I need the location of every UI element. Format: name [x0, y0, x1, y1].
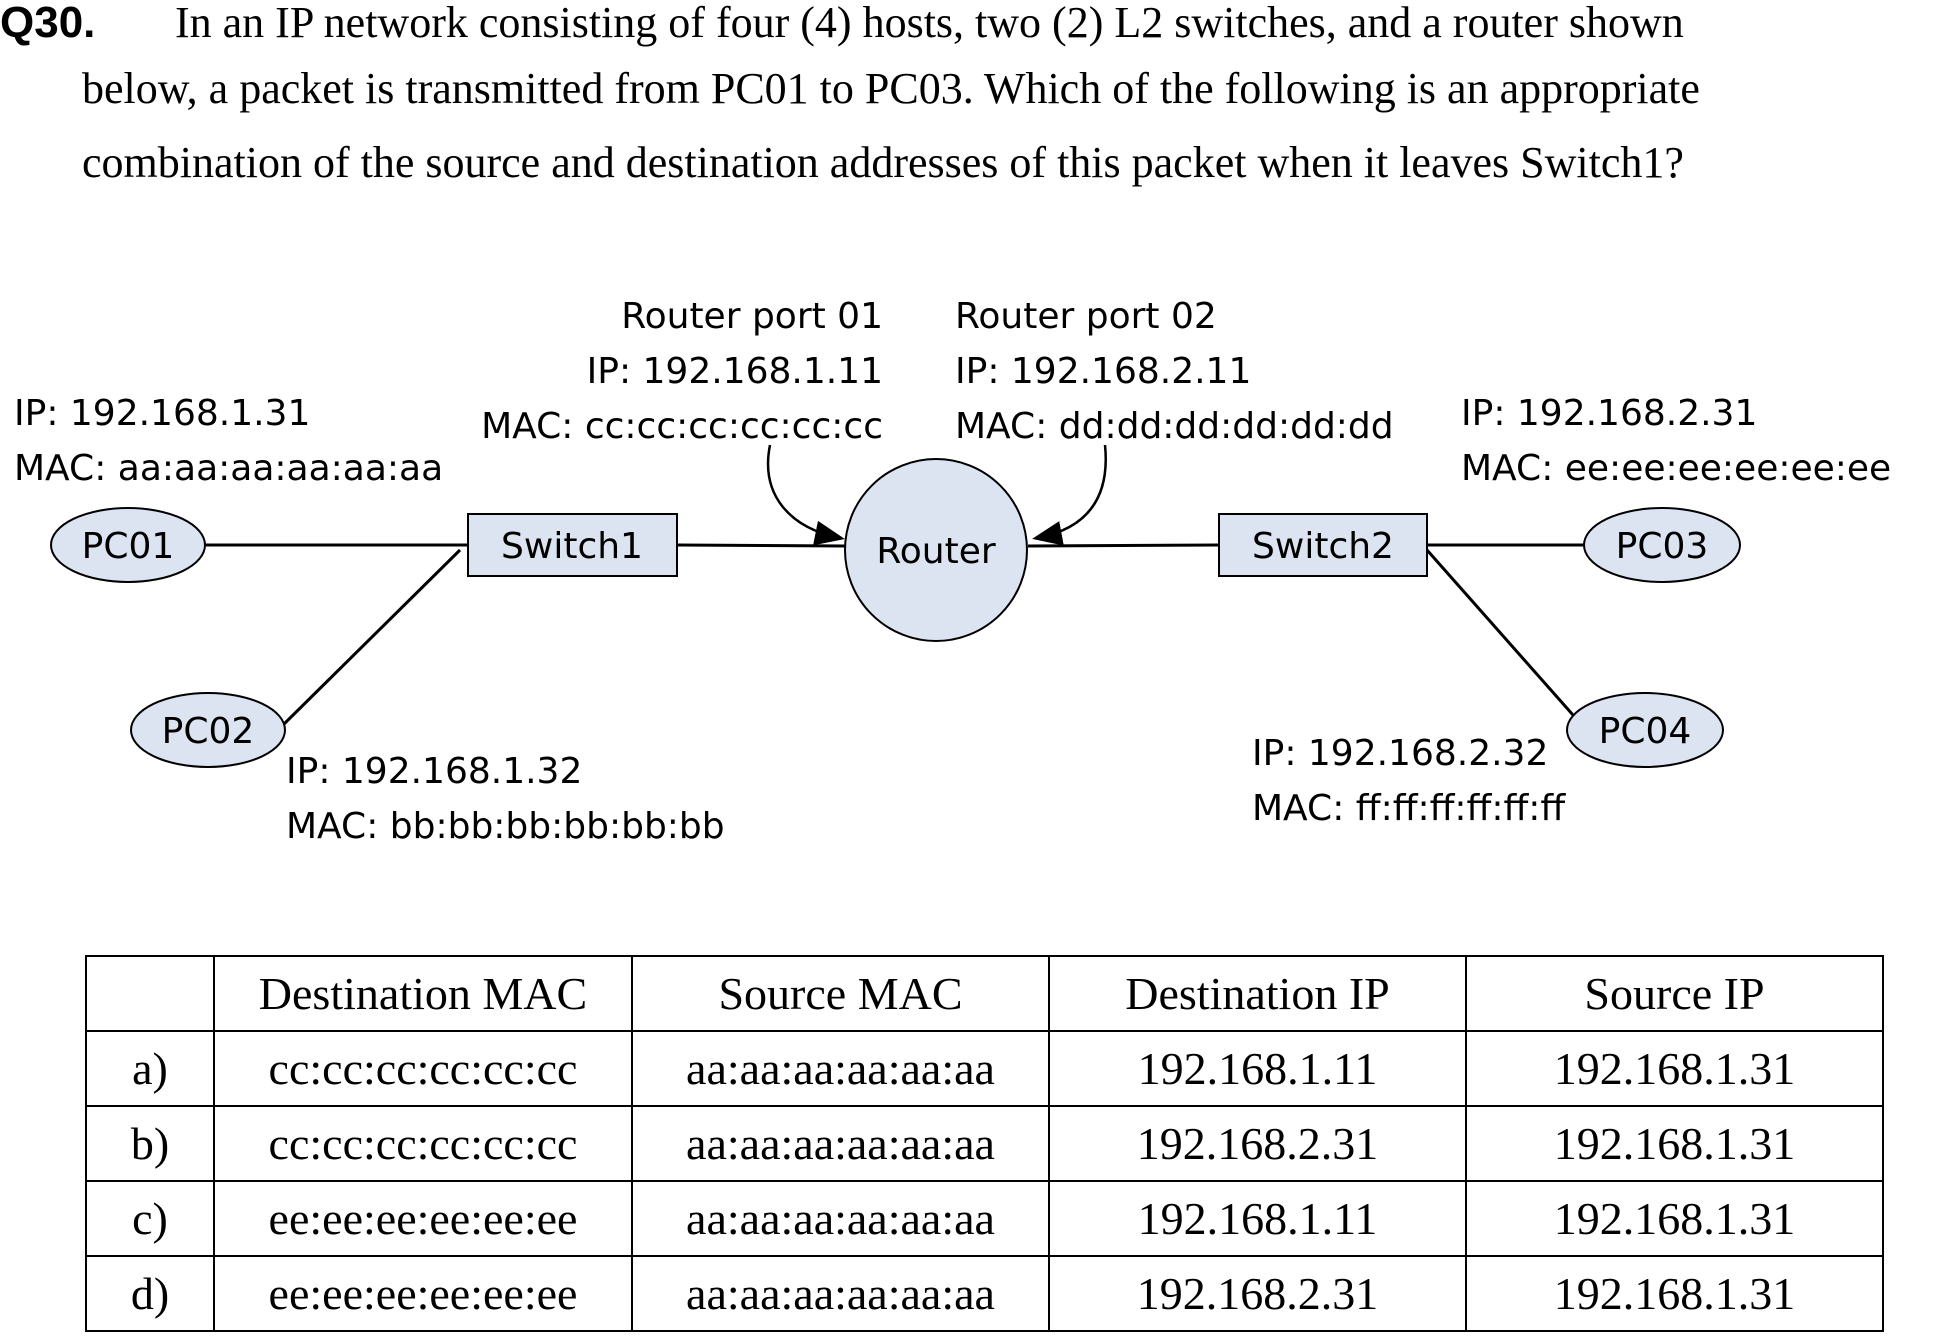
router-circle	[844, 458, 1028, 642]
link-switch2-pc04	[1425, 549, 1575, 716]
option-label: a)	[85, 1030, 215, 1107]
pc04-ip: IP: 192.168.2.32	[1252, 733, 1548, 774]
option-label: b)	[85, 1105, 215, 1182]
destination-mac-cell: cc:cc:cc:cc:cc:cc	[213, 1030, 633, 1107]
pc03-info: IP: 192.168.2.31 MAC: ee:ee:ee:ee:ee:ee	[1461, 393, 1891, 489]
pc03-mac: MAC: ee:ee:ee:ee:ee:ee	[1461, 448, 1891, 489]
source-ip-cell: 192.168.1.31	[1465, 1105, 1884, 1182]
network-links	[205, 543, 1584, 727]
link-router-switch2	[1027, 543, 1220, 548]
pc02-mac: MAC: bb:bb:bb:bb:bb:bb	[286, 806, 725, 847]
question-line-1: In an IP network consisting of four (4) …	[175, 0, 1684, 47]
switch1-box	[467, 513, 678, 577]
port02-info: Router port 02 IP: 192.168.2.11 MAC: dd:…	[955, 296, 1394, 447]
link-switch1-router	[676, 543, 846, 548]
pc03-ip: IP: 192.168.2.31	[1461, 393, 1757, 434]
destination-mac-cell: cc:cc:cc:cc:cc:cc	[213, 1105, 633, 1182]
port02-title: Router port 02	[955, 296, 1217, 337]
answer-table: Destination MAC Source MAC Destination I…	[85, 955, 1884, 1332]
destination-ip-cell: 192.168.1.11	[1048, 1030, 1467, 1107]
pc02-info: IP: 192.168.1.32 MAC: bb:bb:bb:bb:bb:bb	[286, 751, 725, 847]
pc04-info: IP: 192.168.2.32 MAC: ff:ff:ff:ff:ff:ff	[1252, 733, 1566, 829]
port02-mac: MAC: dd:dd:dd:dd:dd:dd	[955, 406, 1394, 447]
destination-ip-cell: 192.168.1.11	[1048, 1180, 1467, 1257]
pc02-node: PC02	[130, 692, 286, 768]
destination-mac-cell: ee:ee:ee:ee:ee:ee	[213, 1180, 633, 1257]
port02-ip: IP: 192.168.2.11	[955, 351, 1251, 392]
pc02-ip: IP: 192.168.1.32	[286, 751, 582, 792]
switch2-node: Switch2	[1218, 513, 1428, 577]
option-label: d)	[85, 1255, 215, 1332]
answer-row-b[interactable]: b) cc:cc:cc:cc:cc:cc aa:aa:aa:aa:aa:aa 1…	[85, 1105, 1884, 1182]
question-line-2: below, a packet is transmitted from PC01…	[82, 64, 1700, 113]
pc03-ellipse	[1583, 507, 1741, 583]
pc04-label: PC04	[1599, 711, 1692, 752]
header-destination-mac: Destination MAC	[213, 955, 633, 1032]
pc01-info: IP: 192.168.1.31 MAC: aa:aa:aa:aa:aa:aa	[14, 393, 443, 489]
port01-info: Router port 01 IP: 192.168.1.11 MAC: cc:…	[481, 296, 883, 447]
pc01-ellipse	[50, 507, 206, 583]
port01-ip: IP: 192.168.1.11	[587, 351, 883, 392]
pc01-label: PC01	[82, 526, 175, 567]
header-source-ip: Source IP	[1465, 955, 1884, 1032]
switch2-box	[1218, 513, 1428, 577]
pc01-mac: MAC: aa:aa:aa:aa:aa:aa	[14, 448, 443, 489]
port01-arrow	[766, 444, 845, 546]
source-mac-cell: aa:aa:aa:aa:aa:aa	[631, 1105, 1050, 1182]
header-source-mac: Source MAC	[631, 955, 1050, 1032]
port01-mac: MAC: cc:cc:cc:cc:cc:cc	[481, 406, 883, 447]
answer-table-header: Destination MAC Source MAC Destination I…	[85, 955, 1884, 1032]
option-label: c)	[85, 1180, 215, 1257]
pc04-mac: MAC: ff:ff:ff:ff:ff:ff	[1252, 788, 1566, 829]
source-ip-cell: 192.168.1.31	[1465, 1180, 1884, 1257]
pc01-ip: IP: 192.168.1.31	[14, 393, 310, 434]
pc04-ellipse	[1566, 692, 1724, 768]
source-mac-cell: aa:aa:aa:aa:aa:aa	[631, 1180, 1050, 1257]
header-option	[85, 955, 215, 1032]
answer-row-c[interactable]: c) ee:ee:ee:ee:ee:ee aa:aa:aa:aa:aa:aa 1…	[85, 1180, 1884, 1257]
port02-arrow	[1032, 444, 1107, 546]
source-ip-cell: 192.168.1.31	[1465, 1255, 1884, 1332]
router-label: Router	[876, 531, 996, 572]
answer-row-d[interactable]: d) ee:ee:ee:ee:ee:ee aa:aa:aa:aa:aa:aa 1…	[85, 1255, 1884, 1332]
destination-ip-cell: 192.168.2.31	[1048, 1105, 1467, 1182]
pc02-label: PC02	[162, 711, 255, 752]
destination-mac-cell: ee:ee:ee:ee:ee:ee	[213, 1255, 633, 1332]
source-ip-cell: 192.168.1.31	[1465, 1030, 1884, 1107]
switch1-node: Switch1	[467, 513, 678, 577]
pc03-node: PC03	[1583, 507, 1741, 583]
question-line-3: combination of the source and destinatio…	[82, 138, 1684, 187]
network-diagram: PC01 PC02 Switch1 Router Switch2 PC03 PC…	[14, 296, 1891, 847]
link-pc02-switch1	[281, 548, 462, 727]
source-mac-cell: aa:aa:aa:aa:aa:aa	[631, 1255, 1050, 1332]
pc03-label: PC03	[1616, 526, 1709, 567]
pc04-node: PC04	[1566, 692, 1724, 768]
header-destination-ip: Destination IP	[1048, 955, 1467, 1032]
switch2-label: Switch2	[1252, 526, 1394, 567]
pc01-node: PC01	[50, 507, 206, 583]
switch1-label: Switch1	[501, 526, 643, 567]
port01-title: Router port 01	[621, 296, 883, 337]
source-mac-cell: aa:aa:aa:aa:aa:aa	[631, 1030, 1050, 1107]
destination-ip-cell: 192.168.2.31	[1048, 1255, 1467, 1332]
answer-row-a[interactable]: a) cc:cc:cc:cc:cc:cc aa:aa:aa:aa:aa:aa 1…	[85, 1030, 1884, 1107]
pc02-ellipse	[130, 692, 286, 768]
router-node: Router	[844, 458, 1028, 642]
question-number: Q30.	[0, 0, 96, 47]
